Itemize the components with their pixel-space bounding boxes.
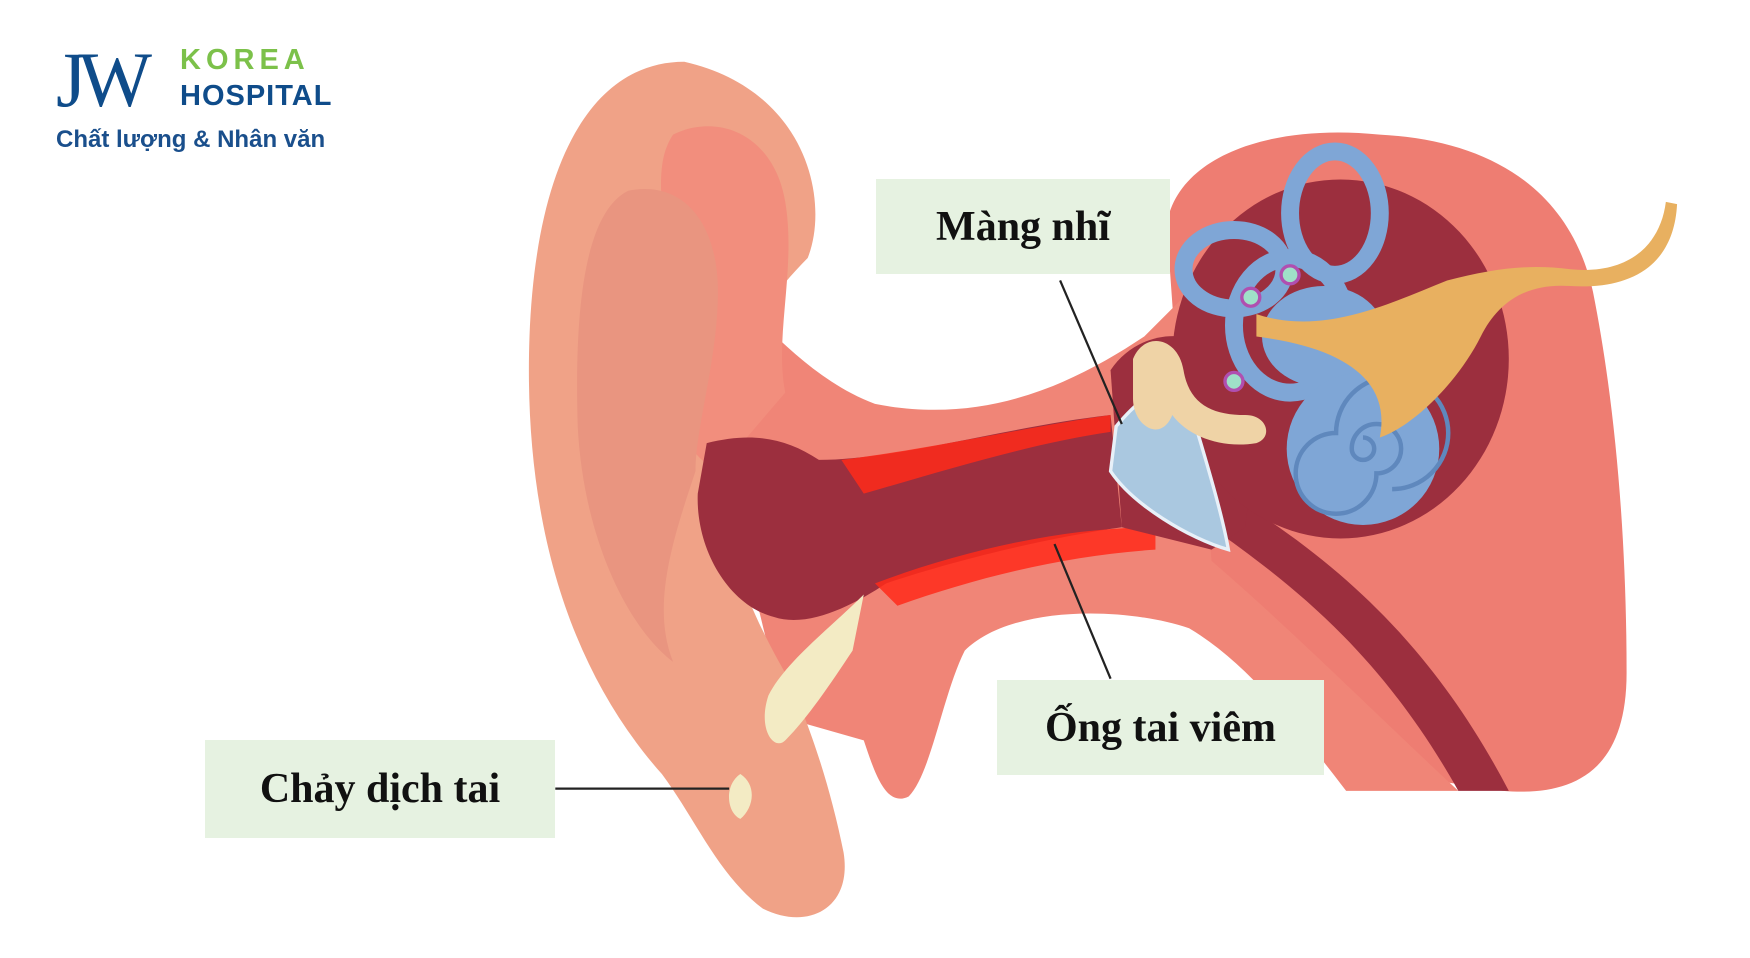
auditory-nerve [1256, 201, 1678, 438]
label-eardrum: Màng nhĩ [876, 179, 1170, 274]
logo-line2: HOSPITAL [180, 80, 333, 112]
ear-canal [697, 415, 1122, 620]
ossicles [1133, 341, 1267, 445]
eustachian-band [1211, 504, 1509, 791]
ear-discharge [728, 594, 864, 819]
eardrum-leader-line [1059, 280, 1123, 425]
inflammation-upper [841, 415, 1111, 494]
logo-line1: KOREA [180, 44, 310, 76]
logo-mark: JW [56, 36, 152, 123]
inflammation-lower [875, 527, 1156, 606]
nerve-endings [1223, 264, 1301, 393]
logo-slogan: Chất lượng & Nhân văn [56, 126, 326, 153]
label-inflamed-canal: Ống tai viêm [997, 680, 1324, 775]
label-ear-discharge: Chảy dịch tai [205, 740, 555, 838]
inflamed-canal-leader-line [1053, 543, 1112, 680]
concha [577, 188, 718, 662]
